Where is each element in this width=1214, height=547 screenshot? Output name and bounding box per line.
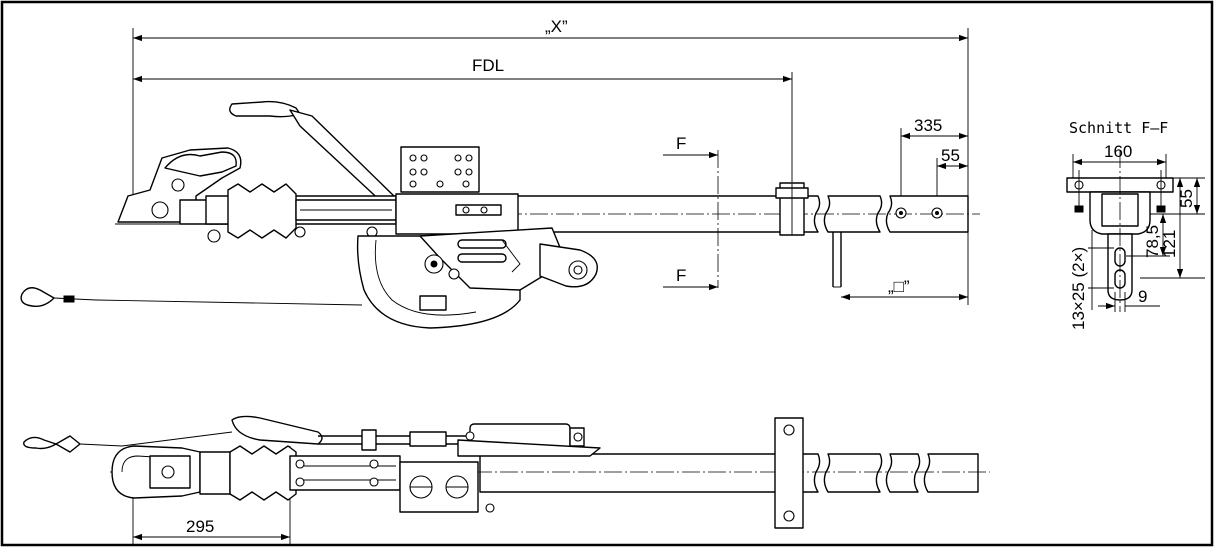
mounting-block-plan [399, 461, 495, 513]
section-marker-f: F F [663, 134, 719, 291]
dimension-9: 9 [1098, 287, 1160, 312]
handbrake-lever-plan [231, 415, 470, 451]
section-title: Schnitt F–F [1069, 119, 1168, 137]
dimension-78-5: 78,5 [1126, 214, 1170, 258]
breakaway-cable-side [20, 287, 363, 308]
overrun-bellows-plan [229, 445, 401, 501]
dimension-160: 160 [1072, 142, 1167, 178]
dimension-9-label: 9 [1138, 287, 1147, 306]
section-marker-bottom: F [676, 266, 686, 285]
mounting-plate-side [400, 146, 480, 193]
dimension-fdl-label: FDL [472, 56, 504, 75]
dimension-fdl: FDL [133, 56, 793, 182]
drawbar-tube-side [400, 182, 980, 236]
dimension-overall-x: „X” [132, 17, 969, 305]
dimension-55-top: 55 [936, 146, 968, 213]
coupling-head-side [115, 147, 242, 243]
section-f-f: Schnitt F–F 160 [1066, 119, 1205, 330]
plan-view: 295 [23, 415, 990, 545]
dimension-13x25: 13×25 (2×) [1069, 230, 1114, 330]
section-marker-top: F [676, 134, 686, 153]
support-bracket: „□” [832, 232, 968, 301]
dimension-x-label: „X” [545, 17, 568, 36]
dimension-160-label: 160 [1104, 142, 1132, 161]
coupling-head-plan [111, 445, 231, 499]
dimension-box-label: „□” [888, 277, 910, 296]
side-view: „X” FDL 335 55 [20, 17, 980, 329]
dimension-295-label: 295 [186, 517, 214, 536]
dimension-78-5-label: 78,5 [1143, 225, 1162, 258]
section-profile [1066, 150, 1174, 312]
brake-mechanism-side [356, 227, 598, 329]
damper-plan [457, 423, 601, 457]
dimension-335: 335 [900, 116, 968, 213]
dimension-13x25-label: 13×25 (2×) [1069, 247, 1088, 330]
breakaway-cable-plan [23, 431, 233, 453]
drawbar-tube-plan [110, 417, 990, 529]
dimension-55-top-label: 55 [941, 146, 960, 165]
dimension-335-label: 335 [914, 116, 942, 135]
overrun-bellows [205, 183, 397, 239]
overrun-housing-side [395, 193, 519, 235]
